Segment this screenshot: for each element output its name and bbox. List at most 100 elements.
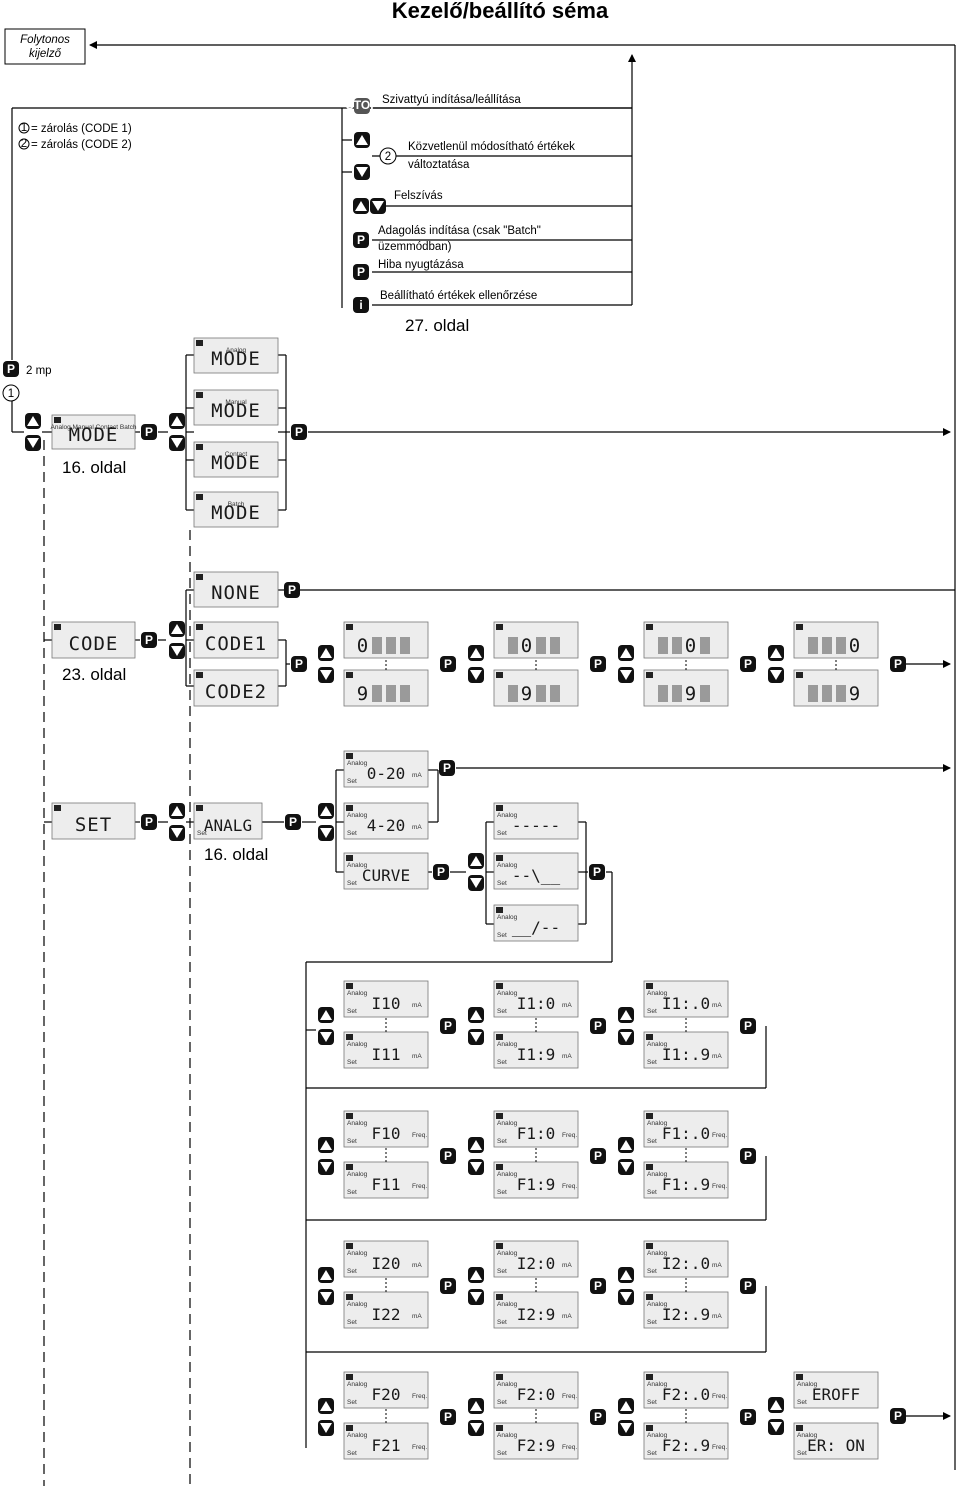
grid-r1-c2-p-key[interactable]: P	[740, 1148, 756, 1164]
grid-r3-c1-p-key-label: P	[594, 1410, 602, 1424]
grid-r0-c1-up-key[interactable]	[468, 1007, 484, 1023]
grid-r2-c1-p-key[interactable]: P	[590, 1278, 606, 1294]
curve-select-down-key[interactable]	[468, 875, 484, 891]
grid-r1-c1-down-key[interactable]	[468, 1159, 484, 1175]
grid-r0-c0-down-key[interactable]	[318, 1029, 334, 1045]
grid-r3-c0-p-key[interactable]: P	[440, 1409, 456, 1425]
grid-r1-c2-up-key[interactable]	[618, 1137, 634, 1153]
grid-r3-c0-down-key[interactable]	[318, 1420, 334, 1436]
curve-type-2-value: __/--	[512, 918, 560, 937]
info-key[interactable]: i	[353, 297, 369, 313]
mode-confirm-p-key[interactable]: P	[291, 424, 307, 440]
error-select-down-key[interactable]	[768, 1419, 784, 1435]
code-digit-2-down-key[interactable]	[618, 667, 634, 683]
code-digit-1-low-value: 0	[521, 635, 533, 657]
code-select-down-key[interactable]	[169, 643, 185, 659]
grid-r0-c0-p-key[interactable]: P	[440, 1018, 456, 1034]
grid-r0-c0-up-key[interactable]	[318, 1007, 334, 1023]
page-ref-23: 23. oldal	[62, 665, 126, 684]
code-step-p-key-3[interactable]: P	[740, 656, 756, 672]
grid-r0-c2-up-key[interactable]	[618, 1007, 634, 1023]
curve-select-up-key[interactable]	[468, 853, 484, 869]
code-p-key[interactable]: P	[141, 632, 157, 648]
down-key-a[interactable]	[354, 164, 370, 180]
grid-r2-c0-bottom-set-label: Set	[347, 1319, 357, 1326]
grid-r1-c0-up-key[interactable]	[318, 1137, 334, 1153]
grid-r3-c1-down-key[interactable]	[468, 1420, 484, 1436]
grid-r0-c2-top-mode-label: Analog	[647, 990, 668, 997]
error-confirm-p-key[interactable]: P	[890, 1408, 906, 1424]
mode-select-down-key[interactable]	[25, 435, 41, 451]
grid-r1-c1-p-key[interactable]: P	[590, 1148, 606, 1164]
grid-r2-c2-p-key[interactable]: P	[740, 1278, 756, 1294]
mode-option-down-key[interactable]	[169, 435, 185, 451]
error-select-up-key[interactable]	[768, 1397, 784, 1413]
set-select-down-key[interactable]	[169, 825, 185, 841]
mode-main-display-value: MODE	[69, 424, 119, 446]
grid-r3-c0-up-key[interactable]	[318, 1398, 334, 1414]
grid-r2-c0-down-key[interactable]	[318, 1289, 334, 1305]
code-digit-2-low-value: 0	[685, 635, 697, 657]
grid-r2-c1-down-key[interactable]	[468, 1289, 484, 1305]
grid-r2-c0-up-key[interactable]	[318, 1267, 334, 1283]
stop-key[interactable]: STOP	[346, 98, 378, 114]
p-key-error[interactable]: P	[353, 264, 369, 280]
down-key-prime[interactable]	[370, 198, 386, 214]
analg-p-key[interactable]: P	[285, 814, 301, 830]
range-select-up-key[interactable]	[318, 803, 334, 819]
code-digit-3-up-key[interactable]	[768, 645, 784, 661]
grid-r3-c2-p-key[interactable]: P	[740, 1409, 756, 1425]
code-digit-2-up-key[interactable]	[618, 645, 634, 661]
code-select-up-key[interactable]	[169, 621, 185, 637]
mode-p-key[interactable]: P	[141, 424, 157, 440]
set-p-key[interactable]: P	[141, 814, 157, 830]
p-key-batch[interactable]: P	[353, 232, 369, 248]
grid-r0-c2-p-key[interactable]: P	[740, 1018, 756, 1034]
grid-r3-c2-up-key[interactable]	[618, 1398, 634, 1414]
grid-r0-c0-p-key-label: P	[444, 1019, 452, 1033]
grid-r2-c0-p-key[interactable]: P	[440, 1278, 456, 1294]
curve-confirm-p-key[interactable]: P	[589, 864, 605, 880]
mode-option-up-key[interactable]	[169, 413, 185, 429]
grid-r1-c2-bottom-unit: Freq.	[712, 1183, 727, 1190]
code-digit-1-up-key[interactable]	[468, 645, 484, 661]
code-step-p-key-1[interactable]: P	[440, 656, 456, 672]
grid-r0-c1-down-key[interactable]	[468, 1029, 484, 1045]
grid-r0-c1-p-key[interactable]: P	[590, 1018, 606, 1034]
range-confirm-p-key[interactable]: P	[439, 760, 455, 776]
set-select-up-key[interactable]	[169, 803, 185, 819]
curve-p-key[interactable]: P	[433, 864, 449, 880]
grid-r2-c1-top-value: I2:0	[517, 1254, 556, 1273]
hold-p-key[interactable]: P	[3, 361, 19, 377]
range-select-down-key[interactable]	[318, 825, 334, 841]
code-step-p-key-2[interactable]: P	[590, 656, 606, 672]
code-digit-3-down-key[interactable]	[768, 667, 784, 683]
grid-r1-c0-down-key[interactable]	[318, 1159, 334, 1175]
mode-select-up-key[interactable]	[25, 413, 41, 429]
code-digit-0-down-key[interactable]	[318, 667, 334, 683]
code-p-key-label: P	[145, 633, 153, 647]
code-digit-1-down-key[interactable]	[468, 667, 484, 683]
grid-r2-c2-down-key[interactable]	[618, 1289, 634, 1305]
grid-r3-c1-p-key[interactable]: P	[590, 1409, 606, 1425]
grid-r1-c2-down-key[interactable]	[618, 1159, 634, 1175]
grid-r2-c2-up-key[interactable]	[618, 1267, 634, 1283]
code-step-p-key-4[interactable]: P	[890, 656, 906, 672]
code-none-p-key[interactable]: P	[284, 582, 300, 598]
up-key-prime[interactable]	[353, 198, 369, 214]
grid-r1-c0-p-key[interactable]: P	[440, 1148, 456, 1164]
continuous-display-line2: kijelző	[29, 48, 62, 60]
grid-r2-c1-up-key[interactable]	[468, 1267, 484, 1283]
code-step-p-key-0[interactable]: P	[291, 656, 307, 672]
grid-r0-c2-down-key[interactable]	[618, 1029, 634, 1045]
grid-r3-c1-up-key[interactable]	[468, 1398, 484, 1414]
code-digit-0-up-key[interactable]	[318, 645, 334, 661]
up-key-a[interactable]	[354, 132, 370, 148]
grid-r1-c1-up-key[interactable]	[468, 1137, 484, 1153]
grid-r3-c2-down-key[interactable]	[618, 1420, 634, 1436]
